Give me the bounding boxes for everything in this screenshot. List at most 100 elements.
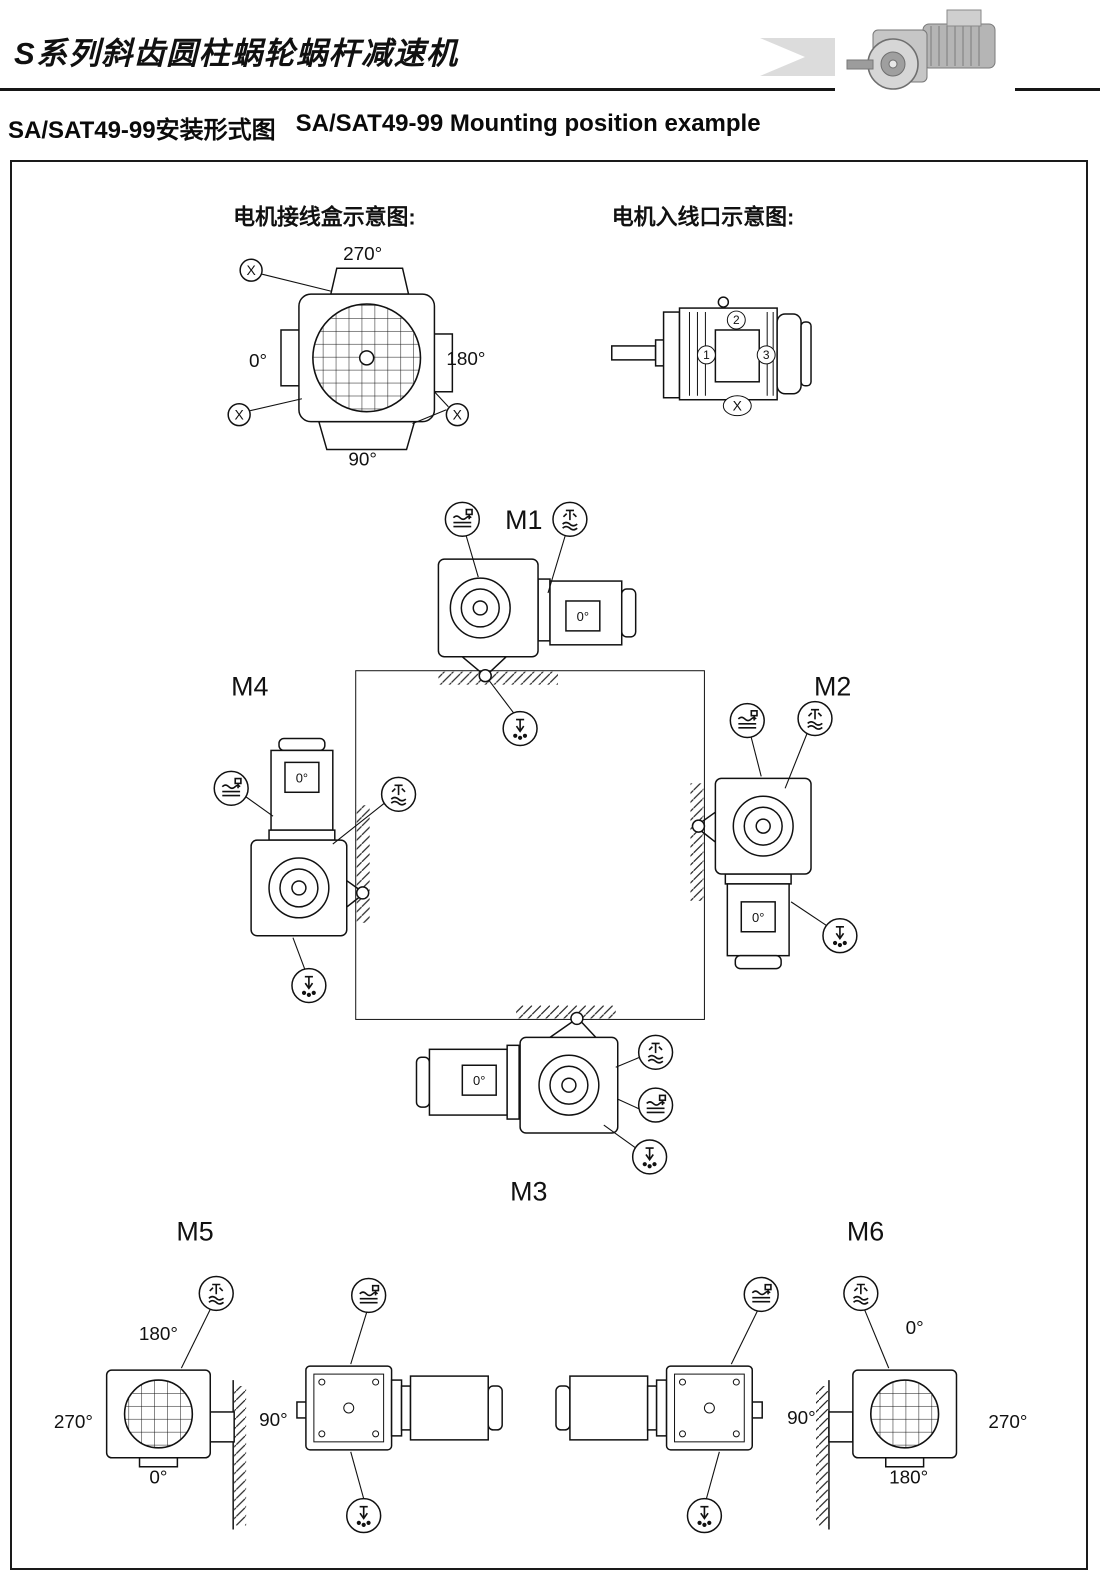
m3-label: M3 [510, 1177, 547, 1207]
output-shaft [291, 880, 307, 896]
motor-end-cap [415, 1056, 431, 1108]
output-shaft-stub [751, 1401, 763, 1419]
terminal-angle-right: 180° [446, 349, 485, 370]
terminal-tab-top [329, 267, 410, 295]
m5-angle-bottom: 0° [149, 1468, 167, 1489]
terminal-tab-left [280, 329, 302, 387]
m5-angle-left: 270° [54, 1412, 93, 1433]
output-boss [268, 857, 330, 919]
motor-top-view [409, 1375, 489, 1441]
mount-m6: M6 0° [555, 1217, 1027, 1534]
svg-text:0°: 0° [577, 609, 589, 624]
torque-arm-anchor [478, 668, 492, 683]
mount-m3: M3 0° [415, 1011, 674, 1207]
motor-flange [506, 1044, 520, 1120]
fan-grille [123, 1379, 194, 1449]
m6-angle-bottom: 180° [889, 1468, 928, 1489]
terminal-orientation-box [740, 901, 776, 933]
page-subtitle: SA/SAT49-99安装形式图 SA/SAT49-99 Mounting po… [8, 110, 761, 145]
m6-label: M6 [847, 1217, 884, 1247]
torque-arm-anchor [355, 886, 370, 900]
terminal-box-side [714, 329, 760, 383]
x-mark-top-left: X [239, 258, 263, 282]
vent-plug-icon [198, 1275, 234, 1312]
vent-plug-icon [380, 776, 417, 812]
cable-entry-diagram: 电机入线口示意图: 2 1 3 X [611, 204, 812, 417]
mount-m5: M5 180° 270° 90° 0° [54, 1217, 503, 1534]
mounting-square [355, 670, 705, 1020]
x-mark-bottom-right: X [445, 402, 470, 427]
diagram-frame: 电机接线盒示意图: 270° 0° 180° 90° X X [10, 160, 1088, 1570]
motor-flange [537, 578, 551, 642]
output-shaft [561, 1077, 577, 1093]
product-photo [835, 2, 1015, 102]
oil-drain-icon [291, 967, 327, 1004]
m1-label: M1 [505, 505, 542, 535]
svg-text:2: 2 [733, 313, 740, 327]
motor-end-cap [278, 737, 326, 752]
wall-hatch-m4 [356, 805, 370, 923]
m5-label: M5 [176, 1217, 213, 1247]
entry-position-3: 3 [756, 345, 776, 365]
torque-arm-anchor [691, 819, 706, 833]
oil-drain-icon [822, 918, 858, 954]
gearbox-housing [437, 558, 539, 658]
output-boss [732, 795, 794, 857]
fan-grille [870, 1379, 940, 1449]
svg-text:X: X [733, 398, 742, 414]
m2-label: M2 [814, 672, 851, 702]
header-rule [0, 88, 1100, 91]
oil-level-icon [729, 702, 765, 739]
fan-hub [358, 350, 375, 366]
coupling-flange [655, 1379, 668, 1437]
oil-level-icon [743, 1276, 779, 1313]
oil-level-icon [444, 501, 481, 537]
motor-end-cap [734, 954, 782, 970]
vent-plug-icon [552, 501, 588, 537]
foot-lug [884, 1457, 925, 1468]
output-boss [449, 577, 511, 639]
mounting-diagrams: 电机接线盒示意图: 270° 0° 180° 90° X X [54, 204, 1027, 1534]
m5-angle-right: 90° [259, 1410, 288, 1431]
subtitle-en: SA/SAT49-99 Mounting position example [295, 110, 761, 137]
wall-hatch-m5 [234, 1386, 247, 1526]
wall-hatch-m6 [816, 1386, 828, 1526]
front-flange [662, 311, 681, 399]
svg-text:X: X [453, 407, 462, 423]
terminal-angle-top: 270° [343, 244, 382, 265]
output-shaft [472, 600, 488, 616]
svg-text:0°: 0° [473, 1073, 485, 1088]
svg-text:0°: 0° [296, 770, 308, 785]
subtitle-cn: SA/SAT49-99安装形式图 [8, 117, 276, 144]
vent-plug-icon [843, 1275, 879, 1312]
terminal-tab-bottom [317, 420, 416, 451]
entry-position-1: 1 [696, 345, 716, 365]
terminal-orientation-box [461, 1064, 497, 1096]
oil-drain-icon [686, 1497, 723, 1534]
oil-level-icon [350, 1277, 387, 1314]
mount-m1: M1 0° [437, 501, 637, 747]
terminal-orientation-box [284, 761, 320, 794]
oil-level-icon [637, 1087, 674, 1123]
oil-level-icon [213, 770, 249, 806]
entry-position-x: X [722, 395, 752, 417]
foot-lug [138, 1457, 179, 1468]
mount-bracket [828, 1411, 854, 1443]
series-title: S系列斜齿圆柱蜗轮蜗杆减速机 [14, 36, 459, 71]
torque-arm-anchor [570, 1011, 584, 1026]
motor-shaft [611, 345, 657, 361]
terminal-orientation-box [565, 600, 601, 632]
terminal-angle-left: 0° [249, 351, 267, 372]
mount-m4: M4 0° [213, 672, 417, 1004]
m5-angle-top: 180° [139, 1324, 178, 1345]
m6-angle-top: 0° [906, 1318, 924, 1339]
floor-hatch-m3 [516, 1005, 616, 1019]
svg-text:3: 3 [763, 348, 770, 362]
motor-end-cap [487, 1385, 503, 1431]
floor-hatch-m1 [438, 671, 558, 685]
eyebolt [717, 296, 730, 308]
wall-hatch-m2 [690, 783, 704, 901]
terminal-angle-bottom: 90° [348, 449, 377, 470]
mount-bracket [209, 1411, 235, 1443]
